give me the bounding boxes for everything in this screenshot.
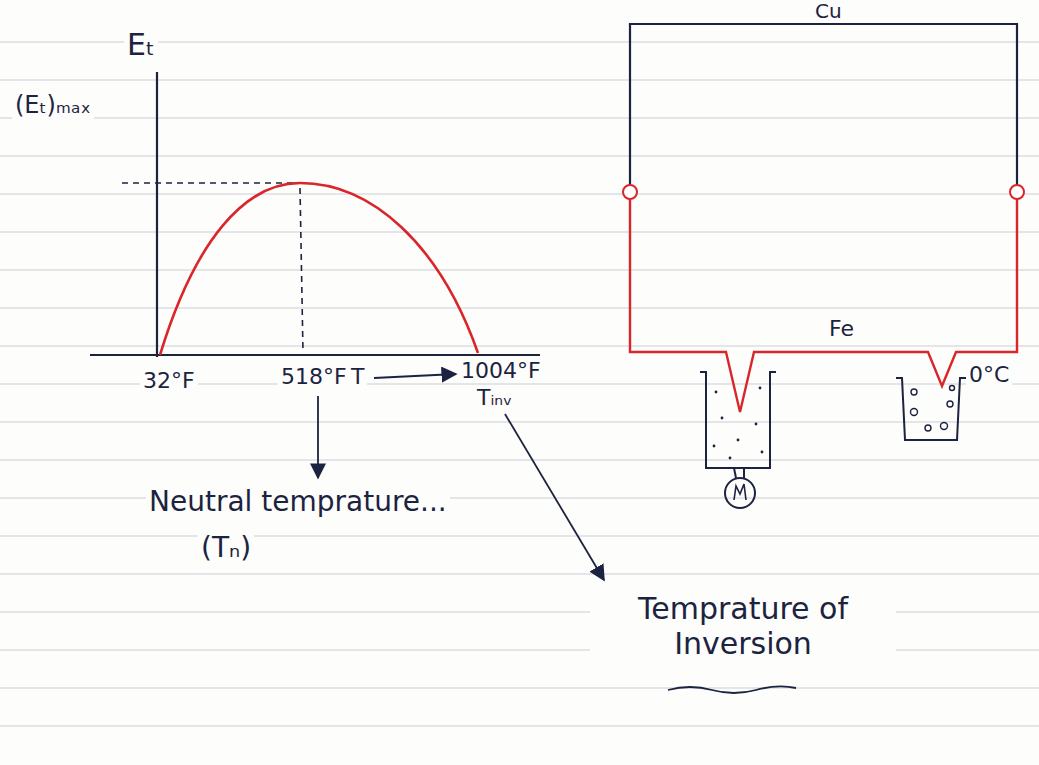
symbol-label: (Tₙ) <box>198 532 254 564</box>
underline <box>668 686 796 693</box>
ruled-line <box>0 421 1039 422</box>
max-guide-line <box>122 182 296 184</box>
neutral-guide-line <box>300 188 303 352</box>
wire-joint <box>1010 185 1024 199</box>
temperature-value: 518°F <box>278 364 350 389</box>
temperature-value: 32°F <box>140 368 198 393</box>
burner <box>725 478 755 508</box>
ruled-line <box>0 79 1039 80</box>
ruled-line <box>0 459 1039 460</box>
ruled-line <box>0 193 1039 194</box>
ruled-line <box>0 725 1039 726</box>
note-text: Temprature of Inversion <box>590 592 896 661</box>
burner-stem <box>743 468 745 478</box>
ruled-line <box>0 687 1039 688</box>
axis-label: T <box>348 364 367 389</box>
ice-piece <box>911 389 917 395</box>
wire-label: Fe <box>826 316 857 341</box>
ruled-line <box>0 535 1039 536</box>
ice-piece <box>925 425 931 431</box>
burner-stem <box>734 468 736 478</box>
ruled-line <box>0 345 1039 346</box>
max-emf-label: (Eₜ)ₘₐₓ <box>12 92 94 120</box>
flame <box>734 484 746 500</box>
wire-label: Cu <box>812 0 845 23</box>
ice-beaker <box>896 378 966 440</box>
ruled-line <box>0 117 1039 118</box>
liquid-dot <box>759 387 762 390</box>
copper-wire <box>630 24 1017 185</box>
ruled-line <box>0 231 1039 232</box>
ruled-lines <box>0 42 1039 726</box>
liquid-dot <box>715 391 718 394</box>
increase-arrow <box>374 374 456 378</box>
symbol-label: Tᵢₙᵥ <box>474 385 515 410</box>
liquid-dot <box>761 451 764 454</box>
temperature-value: 1004°F <box>458 358 544 383</box>
ice-piece <box>947 401 953 407</box>
ruled-line <box>0 307 1039 308</box>
wire-joint <box>623 185 637 199</box>
liquid-dot <box>721 417 724 420</box>
liquid-dot <box>729 457 732 460</box>
axis-label: Eₜ <box>124 28 158 63</box>
leader-arrow <box>505 414 604 580</box>
ruled-line <box>0 573 1039 574</box>
ice <box>911 386 955 432</box>
liquid-dot <box>737 439 740 442</box>
liquid <box>713 387 764 460</box>
ice-piece <box>911 409 918 416</box>
ice-piece <box>950 386 955 391</box>
y-axis <box>156 72 158 357</box>
liquid-dot <box>713 445 716 448</box>
liquid-dot <box>755 423 758 426</box>
ruled-line <box>0 155 1039 156</box>
temperature-value: 0°C <box>966 362 1012 387</box>
leader-arrow <box>317 396 319 478</box>
ruled-line <box>0 269 1039 270</box>
emf-curve <box>160 183 478 355</box>
note-text: Neutral temprature... <box>146 486 450 518</box>
ice-piece <box>941 423 948 430</box>
x-axis <box>90 354 540 356</box>
hot-beaker <box>700 372 776 468</box>
